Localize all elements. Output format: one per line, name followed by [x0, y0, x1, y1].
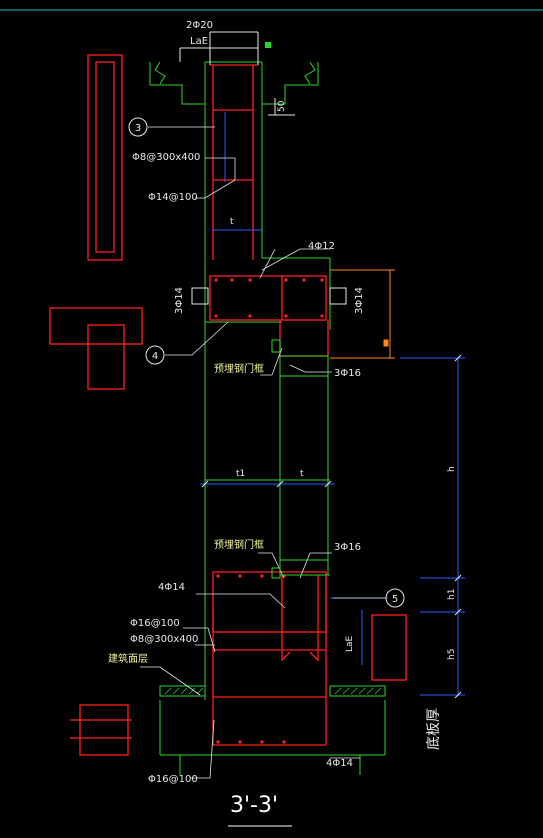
- section-title: 3'-3': [230, 793, 278, 818]
- dimension-ticks: [201, 354, 462, 699]
- label-embed-lower: 预埋钢门框: [214, 538, 264, 551]
- label-phi16-100-upper: Φ16@100: [130, 618, 180, 629]
- svg-text:5: 5: [392, 594, 398, 605]
- label-stirrup-lower: Φ8@300x400: [130, 634, 198, 645]
- label-dim-h5: h5: [447, 649, 457, 660]
- dimension-lines: [200, 112, 465, 696]
- label-bar-upper: Φ14@100: [148, 192, 198, 203]
- label-lae-lower: LaE: [345, 635, 355, 652]
- label-dim-h: h: [447, 466, 457, 472]
- label-dim-t1: t1: [236, 469, 245, 479]
- label-3phi14-left: 3Φ14: [174, 287, 185, 314]
- side-marks: [191, 287, 347, 305]
- label-stirrup-upper: Φ8@300x400: [132, 152, 200, 163]
- svg-text:3: 3: [135, 123, 141, 134]
- label-embed-upper: 预埋钢门框: [214, 362, 264, 375]
- label-3phi16-upper: 3Φ16: [334, 368, 361, 379]
- label-dim-t-upper: t: [230, 217, 234, 227]
- label-4phi14-bottom: 4Φ14: [326, 758, 353, 769]
- top-marker: [265, 42, 271, 48]
- label-slab-thickness: 底板厚: [426, 708, 442, 750]
- svg-text:4: 4: [152, 351, 158, 362]
- top-dimension: [179, 31, 295, 116]
- label-dim-t: t: [300, 469, 304, 479]
- callout-4: 4: [145, 345, 165, 365]
- label-4phi12: 4Φ12: [308, 241, 335, 252]
- label-3phi14-right: 3Φ14: [354, 287, 365, 314]
- label-dim-h1: h1: [447, 589, 457, 600]
- label-phi16-100-lower: Φ16@100: [148, 774, 198, 785]
- callout-5: 5: [385, 588, 405, 608]
- concrete-outline: [149, 61, 386, 775]
- label-floor-layer: 建筑面层: [108, 652, 148, 665]
- rebar-dots: [214, 278, 324, 744]
- label-top-lae: LaE: [190, 36, 208, 47]
- orange-dimensions: [330, 269, 395, 359]
- floor-hatch: [164, 687, 382, 695]
- callout-3: 3: [128, 117, 148, 137]
- label-4phi14-upper: 4Φ14: [158, 582, 185, 593]
- rebar: [49, 54, 407, 756]
- embed-frame-upper: [271, 339, 329, 377]
- label-3phi16-lower: 3Φ16: [334, 542, 361, 553]
- label-dim-50: 50: [277, 100, 287, 112]
- label-top-bars: 2Φ20: [186, 20, 213, 31]
- embed-frame-lower: [271, 559, 329, 579]
- leader-lines: [140, 126, 385, 779]
